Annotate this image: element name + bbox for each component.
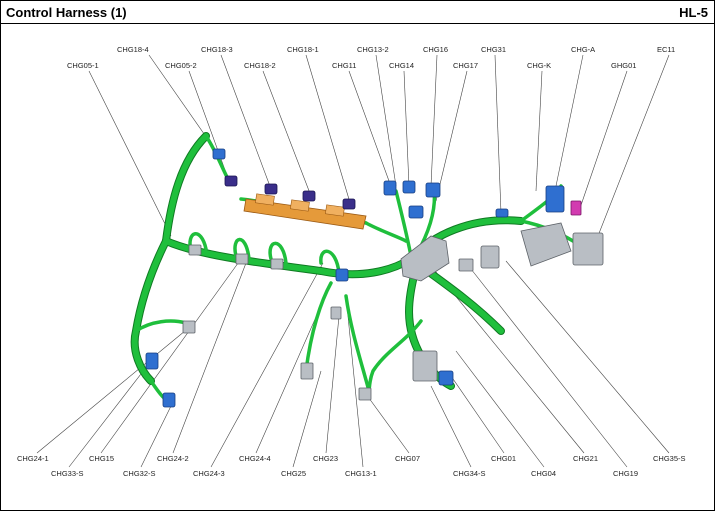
label-chg13-1: CHG13-1 <box>345 469 377 478</box>
header-bar: Control Harness (1) HL-5 <box>1 1 714 24</box>
page-title: Control Harness (1) <box>6 5 127 20</box>
connector-ghg01 <box>570 200 582 216</box>
connector-chg31 <box>495 208 509 218</box>
labels-bottom: CHG24-1 CHG33-S CHG15 CHG32-S CHG24-2 CH… <box>17 454 686 478</box>
label-chg07: CHG07 <box>395 454 420 463</box>
connector-chg14 <box>402 180 416 194</box>
connector-bar-chg18 <box>243 193 367 230</box>
connector-chg19 <box>480 245 500 269</box>
label-chg15: CHG15 <box>89 454 114 463</box>
label-chg25: CHG25 <box>281 469 306 478</box>
label-ec11: EC11 <box>657 45 675 54</box>
label-chg13-2: CHG13-2 <box>357 45 389 54</box>
label-chg04: CHG04 <box>531 469 556 478</box>
label-chg11: CHG11 <box>332 61 356 70</box>
label-chg16: CHG16 <box>423 45 448 54</box>
leader-lines <box>36 54 670 468</box>
label-chg18-3: CHG18-3 <box>201 45 233 54</box>
label-chg31: CHG31 <box>481 45 506 54</box>
label-chg05-2: CHG05-2 <box>165 61 197 70</box>
blue-connectors <box>145 148 509 408</box>
label-chg24-2: CHG24-2 <box>157 454 189 463</box>
connector-chg16 <box>425 182 441 198</box>
connector-chg-k <box>520 222 572 267</box>
label-chg19: CHG19 <box>613 469 638 478</box>
connector-ec11 <box>572 232 604 266</box>
connector-chg24-3 <box>270 258 284 270</box>
label-chg21: CHG21 <box>573 454 598 463</box>
connector-chg18-4 <box>212 148 226 160</box>
label-chg-a: CHG-A <box>571 45 595 54</box>
label-chg05-1: CHG05-1 <box>67 61 99 70</box>
connector-chg05-2 <box>224 175 238 187</box>
label-chg17: CHG17 <box>453 61 478 70</box>
harness-branches <box>134 134 583 403</box>
label-chg24-4: CHG24-4 <box>239 454 271 463</box>
connector-chg-a <box>545 185 565 213</box>
label-chg34-s: CHG34-S <box>453 469 486 478</box>
label-chg33-s: CHG33-S <box>51 469 84 478</box>
label-chg23: CHG23 <box>313 454 338 463</box>
connector-chg01 <box>438 370 454 386</box>
label-chg14: CHG14 <box>389 61 414 70</box>
label-chg18-4: CHG18-4 <box>117 45 149 54</box>
connector-chg07 <box>358 387 372 401</box>
label-chg35-s: CHG35-S <box>653 454 686 463</box>
label-chg18-1: CHG18-1 <box>287 45 319 54</box>
connector-chg18-2 <box>302 190 316 202</box>
page-id: HL-5 <box>679 5 708 20</box>
connector-chg23 <box>330 306 342 320</box>
connector-chg21 <box>458 258 474 272</box>
connector-chg25 <box>300 362 314 380</box>
connector-chg32-s <box>162 392 176 408</box>
gray-connectors <box>182 222 604 401</box>
connector-chg24-4 <box>335 268 349 282</box>
connector-chg15 <box>182 320 196 334</box>
label-chg24-1: CHG24-1 <box>17 454 49 463</box>
label-chg24-3: CHG24-3 <box>193 469 225 478</box>
connector-chg34-s <box>412 350 438 382</box>
label-chg32-s: CHG32-S <box>123 469 156 478</box>
connector-chg11 <box>383 180 397 196</box>
labels-top: CHG05-1 CHG18-4 CHG05-2 CHG18-3 CHG18-2 … <box>67 45 675 70</box>
label-chg18-2: CHG18-2 <box>244 61 276 70</box>
label-chg-k: CHG-K <box>527 61 551 70</box>
label-chg01: CHG01 <box>491 454 516 463</box>
connector-chg18-3 <box>264 183 278 195</box>
connector-chg18-1 <box>342 198 356 210</box>
connector-chg24-2 <box>235 253 249 265</box>
connector-chg33-s <box>145 352 159 370</box>
junction-block <box>400 235 450 282</box>
label-ghg01: GHG01 <box>611 61 636 70</box>
purple-connectors <box>224 175 356 210</box>
connector-chg24-1 <box>188 244 202 256</box>
connector-chg13-2 <box>408 205 424 219</box>
